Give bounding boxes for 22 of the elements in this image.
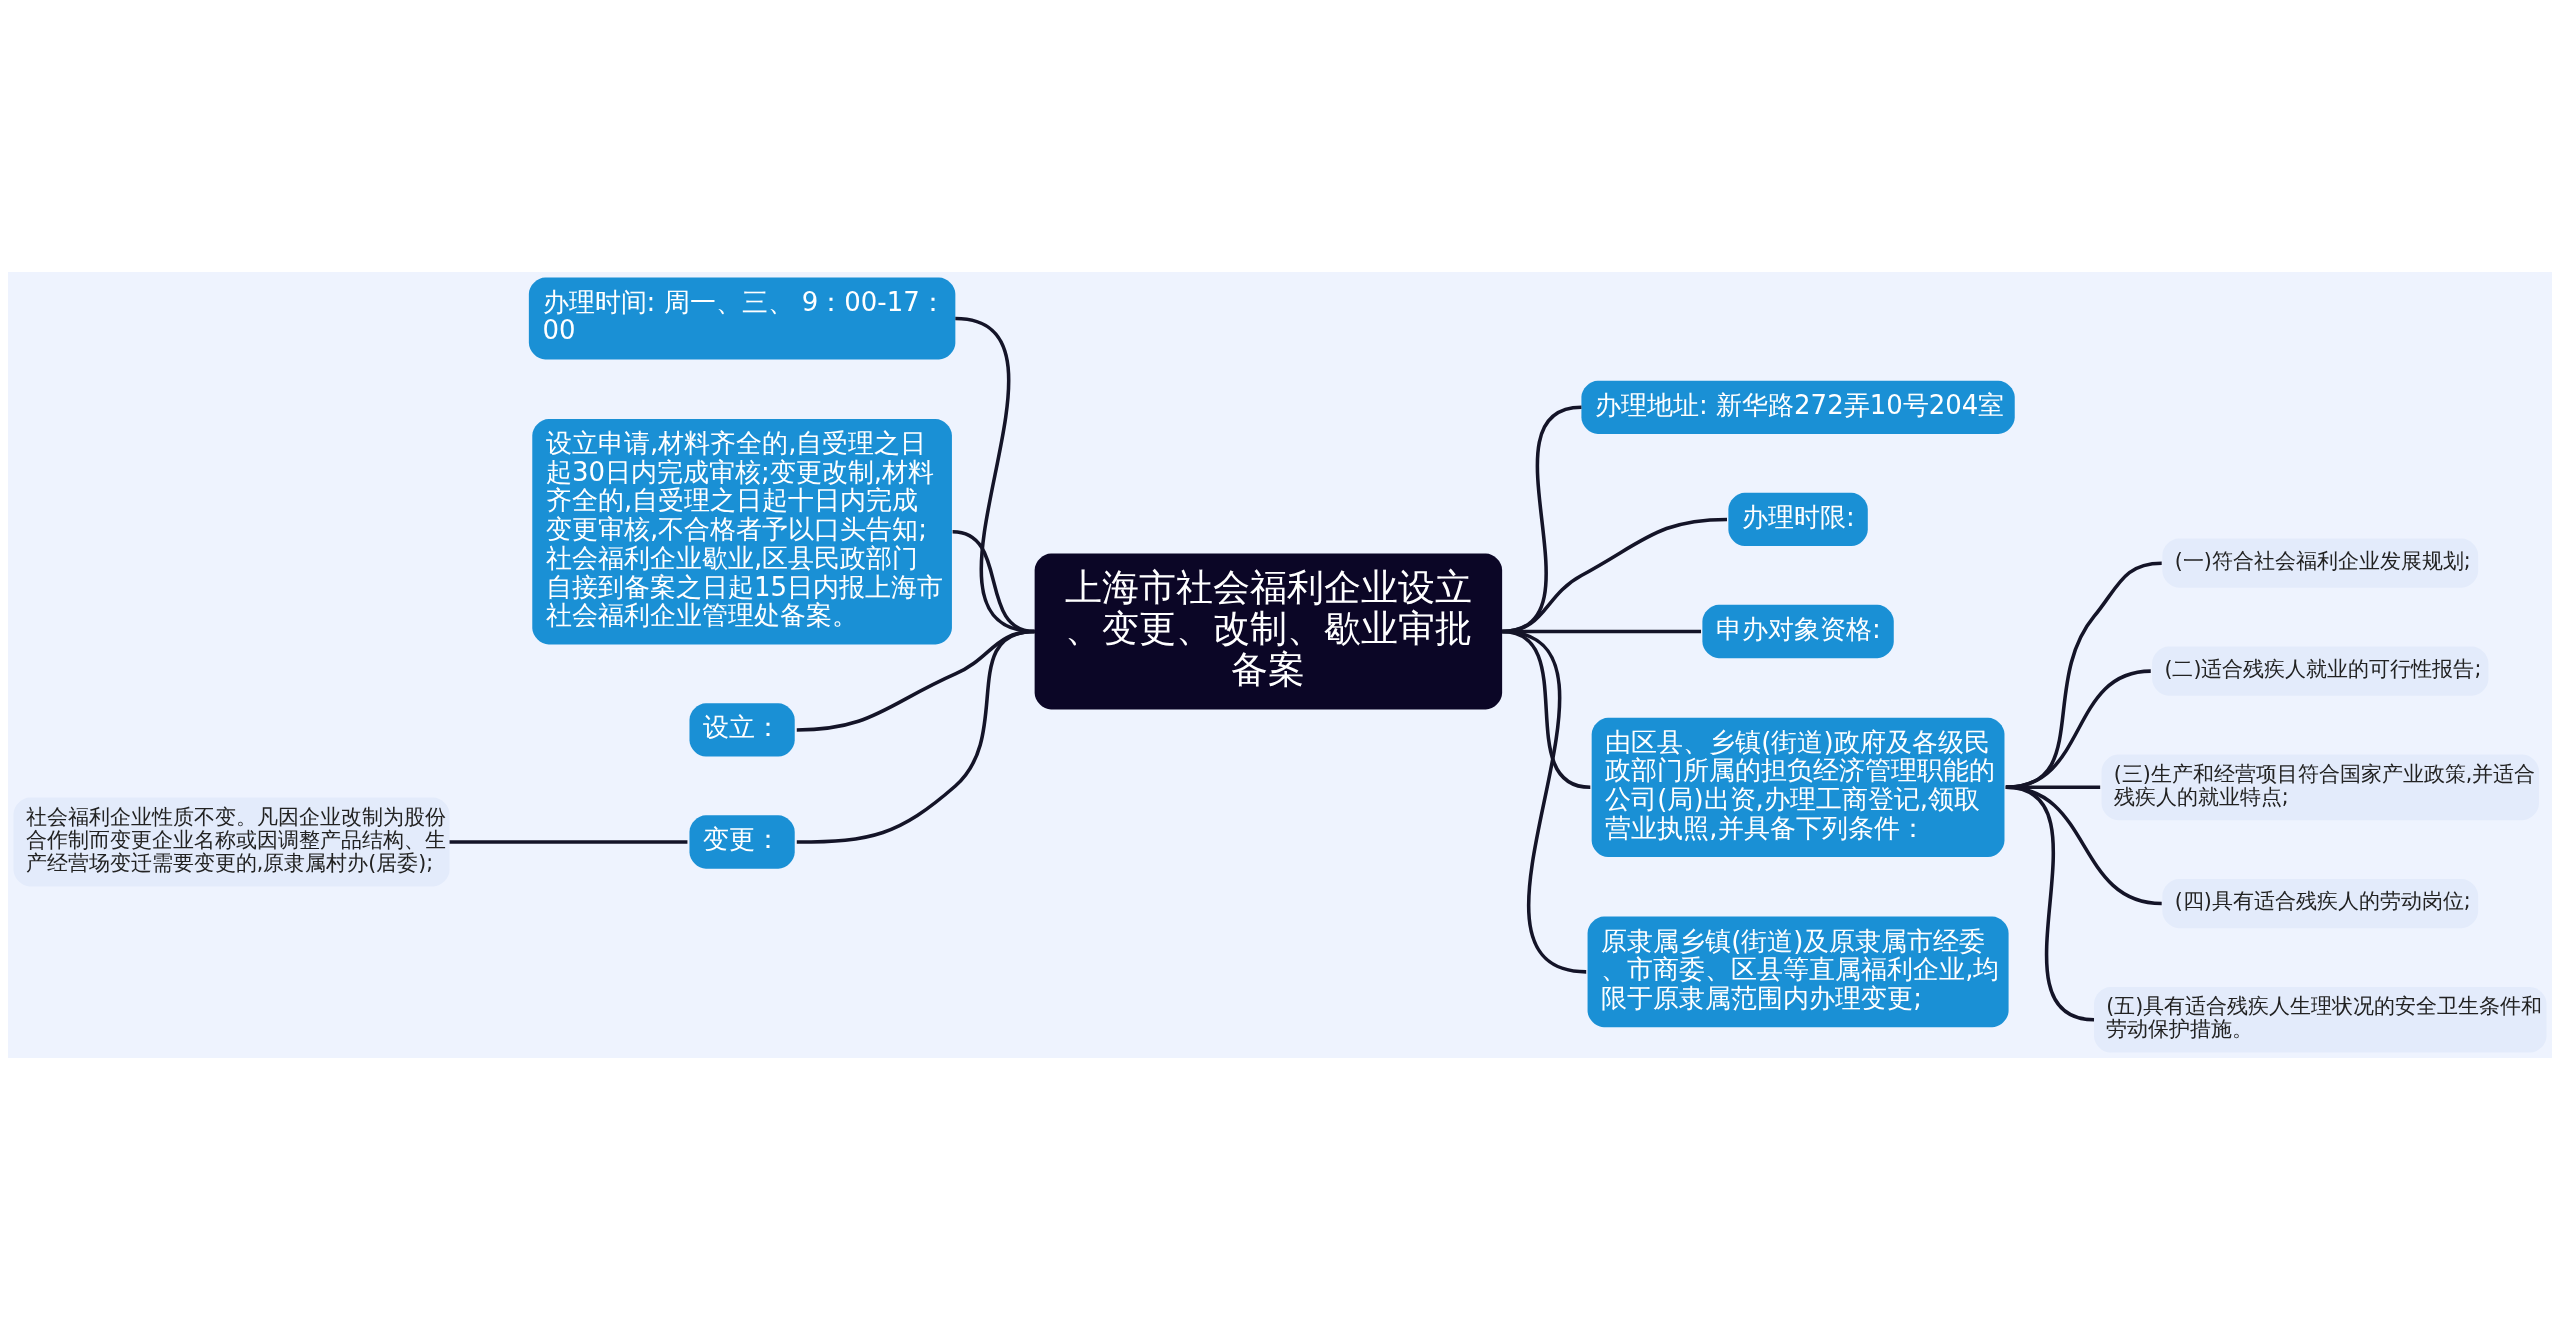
- node-box: 由区县、乡镇(街道)政府及各级民政部门所属的担负经济管理职能的公司(局)出资,办理工商登记,领取营业执照,并具备下列条件：: [1591, 717, 2005, 858]
- connector: [2005, 561, 2162, 790]
- node-box: 设立申请,材料齐全的,自受理之日起30日内完成审核;变更改制,材料齐全的,自受理之日起十日内完成变更审核,不合格者予以口头告知;社会福利企业歇业,区县民政部门自接到备案之日起15日内报上海市社会福利企业管理处备案。: [532, 418, 952, 645]
- connector: [796, 629, 1035, 844]
- node-box: 原隶属乡镇(街道)及原隶属市经委、市商委、区县等直属福利企业,均限于原隶属范围内办理变更;: [1587, 916, 2009, 1028]
- node-box: 办理时限:: [1728, 492, 1868, 547]
- node-box: (五)具有适合残疾人生理状况的安全卫生条件和劳动保护措施。: [2094, 986, 2547, 1053]
- node-box: 办理地址: 新华路272弄10号204室: [1581, 380, 2015, 434]
- node-box: 办理时间: 周一、三、 9：00-17：00: [528, 277, 956, 360]
- node-box: (四)具有适合残疾人的劳动岗位;: [2162, 878, 2479, 929]
- connector: [2005, 785, 2095, 1022]
- connector: [449, 840, 688, 844]
- node-box: (一)符合社会福利企业发展规划;: [2162, 538, 2479, 588]
- node-box: 变更：: [689, 815, 795, 869]
- node-box: 上海市社会福利企业设立、变更、改制、歇业审批备案: [1034, 553, 1503, 710]
- connector: [2005, 669, 2151, 790]
- connector: [1501, 629, 1587, 974]
- node-box: 社会福利企业性质不变。凡因企业改制为股份合作制而变更企业名称或因调整产品结构、生产经营场变迁需要变更的,原隶属村办(居委);: [13, 797, 450, 887]
- node-box: (三)生产和经营项目符合国家产业政策,并适合残疾人的就业特点;: [2101, 754, 2539, 821]
- node-box: 设立：: [689, 703, 795, 757]
- node-box: 申办对象资格:: [1702, 604, 1894, 659]
- node-box: (二)适合残疾人就业的可行性报告;: [2152, 646, 2489, 696]
